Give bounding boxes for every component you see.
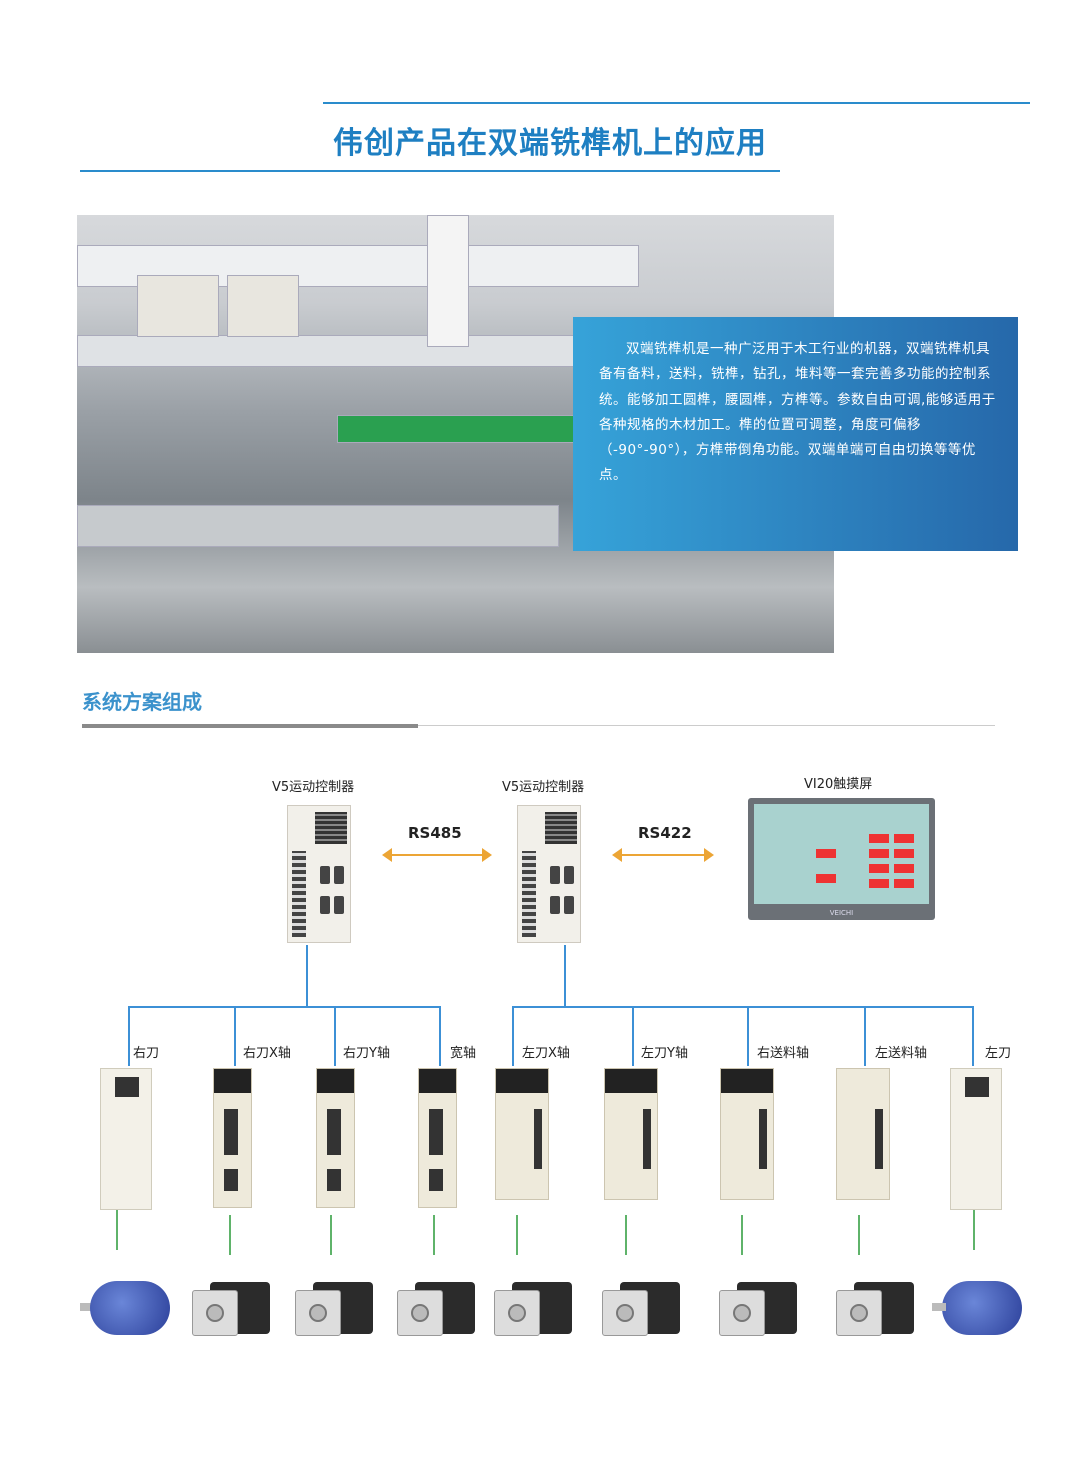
inverter-right-cutter [100,1068,152,1210]
axis-label: 右刀Y轴 [343,1046,390,1061]
rs485-label: RS485 [408,824,462,842]
motion-controller-1 [287,805,351,943]
servo-motor-icon [295,1282,373,1340]
rs422-arrow [612,848,714,862]
page-title: 伟创产品在双端铣榫机上的应用 [333,126,767,161]
bus-line [306,945,308,1007]
axis-label: 右刀 [133,1046,160,1061]
touch-screen: VEICHI [748,798,935,920]
axis-label: 宽轴 [450,1046,477,1061]
section-rule-accent [82,724,418,728]
axis-label: 左刀X轴 [522,1046,570,1061]
ac-motor-icon [80,1275,176,1341]
title-top-rule [323,102,1030,104]
bus-line [564,945,566,1007]
axis-label: 左送料轴 [875,1046,928,1061]
servo-motor-icon [397,1282,475,1340]
servo-drive [418,1068,457,1208]
servo-drive [213,1068,252,1208]
inverter-left-cutter [950,1068,1002,1210]
servo-motor-icon [719,1282,797,1340]
servo-drive [604,1068,658,1200]
servo-motor-icon [602,1282,680,1340]
rs485-arrow [382,848,492,862]
motion-controller-2 [517,805,581,943]
hmi-label: VI20触摸屏 [804,777,873,792]
section-title: 系统方案组成 [82,690,202,714]
axis-label: 右刀X轴 [243,1046,291,1061]
servo-motor-icon [192,1282,270,1340]
servo-motor-icon [494,1282,572,1340]
ac-motor-icon [932,1275,1028,1341]
rs422-label: RS422 [638,824,692,842]
axis-label: 右送料轴 [757,1046,810,1061]
axis-label: 左刀 [985,1046,1012,1061]
axis-label: 左刀Y轴 [641,1046,688,1061]
intro-text: 双端铣榫机是一种广泛用于木工行业的机器，双端铣榫机具备有备料，送料，铣榫，钻孔，… [599,341,996,484]
controller2-label: V5运动控制器 [502,780,585,795]
servo-motor-icon [836,1282,914,1340]
servo-drive [836,1068,890,1200]
intro-text-box: 双端铣榫机是一种广泛用于木工行业的机器，双端铣榫机具备有备料，送料，铣榫，钻孔，… [573,317,1018,551]
servo-drive [495,1068,549,1200]
servo-drive [316,1068,355,1208]
hmi-brand: VEICHI [829,909,854,917]
section-rule [82,725,995,726]
bus-line [512,1006,974,1008]
controller1-label: V5运动控制器 [272,780,355,795]
title-bottom-rule [80,170,780,172]
bus-line [128,1006,441,1008]
servo-drive [720,1068,774,1200]
